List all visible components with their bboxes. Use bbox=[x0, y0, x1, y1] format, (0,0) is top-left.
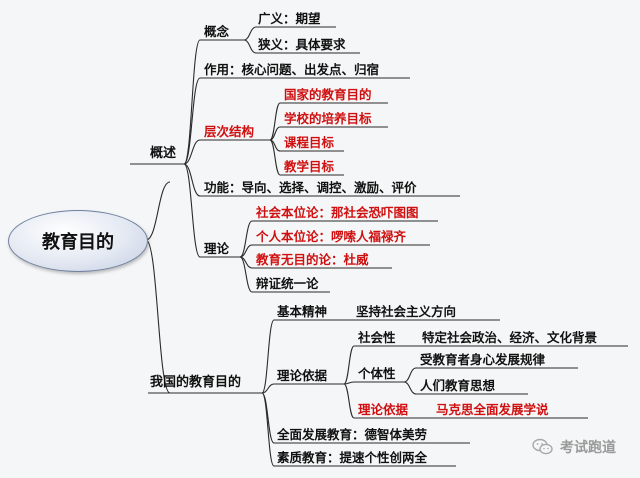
root-node: 教育目的 bbox=[8, 210, 148, 272]
node-all-round: 全面发展教育：德智体美劳 bbox=[277, 427, 428, 442]
node-basic-spirit-value: 坚持社会主义方向 bbox=[356, 304, 457, 319]
node-theory-individual: 个人本位论：啰嗦人福禄齐 bbox=[256, 229, 407, 244]
node-overview: 概述 bbox=[150, 146, 177, 161]
node-marx-theory: 马克思全面发展学说 bbox=[436, 402, 549, 417]
node-individual-thought: 人们教育思想 bbox=[420, 378, 496, 393]
node-level-teaching: 教学目标 bbox=[284, 159, 335, 174]
node-basis: 理论依据 bbox=[277, 368, 328, 383]
node-theoretical-basis: 理论依据 bbox=[358, 402, 409, 417]
node-concept-broad: 广义：期望 bbox=[258, 11, 321, 26]
link-overview-concept bbox=[183, 39, 201, 165]
node-level-national: 国家的教育目的 bbox=[284, 87, 372, 102]
node-theory: 理论 bbox=[204, 241, 230, 256]
node-china-goal: 我国的教育目的 bbox=[150, 375, 242, 390]
node-concept: 概念 bbox=[204, 24, 230, 39]
node-basic-spirit: 基本精神 bbox=[277, 304, 328, 319]
node-level-course: 课程目标 bbox=[284, 135, 335, 150]
link-overview-theory bbox=[183, 163, 201, 258]
node-concept-narrow: 狭义：具体要求 bbox=[258, 37, 346, 52]
link-overview-levels bbox=[183, 139, 201, 165]
node-functions: 功能：导向、选择、调控、激励、评价 bbox=[204, 180, 417, 195]
node-theory-nonpurpose: 教育无目的论：杜威 bbox=[256, 252, 369, 267]
node-levels: 层次结构 bbox=[204, 124, 255, 139]
node-individual-law: 受教育者身心发展规律 bbox=[420, 352, 546, 367]
node-level-school: 学校的培养目标 bbox=[284, 111, 372, 126]
node-role: 作用：核心问题、出发点、归宿 bbox=[204, 62, 380, 77]
node-social-nature-value: 特定社会政治、经济、文化背景 bbox=[422, 330, 598, 345]
watermark-text: 考试跑道 bbox=[560, 440, 616, 456]
wechat-icon bbox=[532, 438, 554, 456]
node-social-nature: 社会性 bbox=[358, 330, 396, 345]
link-overview-role bbox=[183, 77, 201, 165]
link-root-china bbox=[145, 239, 171, 394]
node-theory-dialectic: 辩证统一论 bbox=[256, 276, 319, 291]
node-theory-social: 社会本位论：那社会恐吓图图 bbox=[256, 205, 419, 220]
link-root-overview bbox=[145, 181, 171, 241]
watermark: 考试跑道 bbox=[532, 437, 616, 457]
node-individual-nature: 个体性 bbox=[358, 366, 396, 381]
node-quality: 素质教育：提速个性创两全 bbox=[277, 450, 428, 465]
